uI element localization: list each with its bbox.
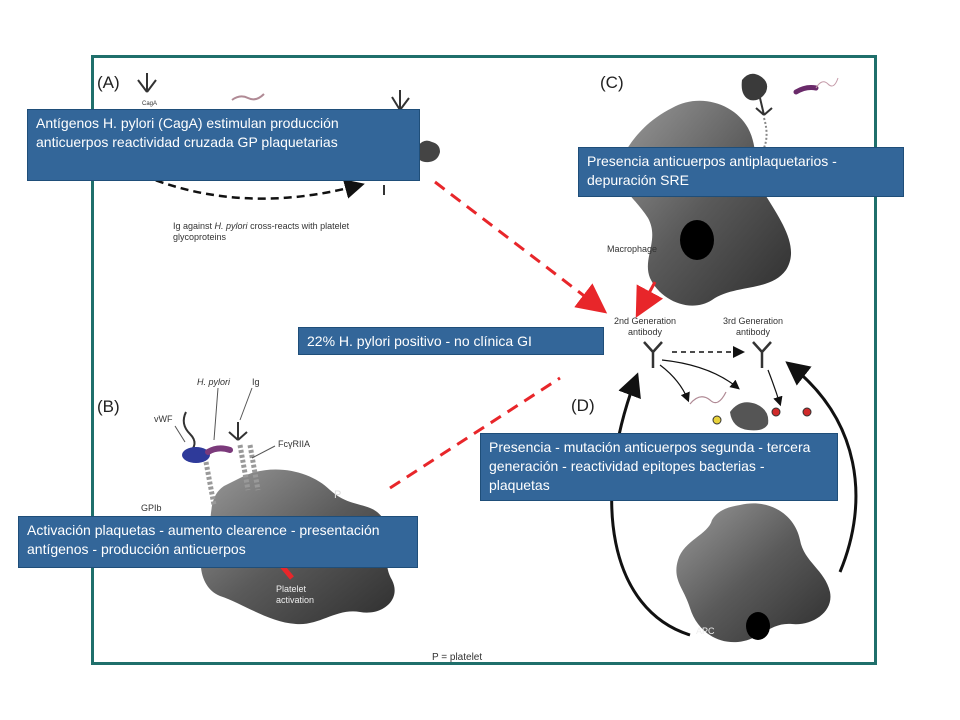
panel-a-antibody-left [137, 73, 157, 93]
panel-d-arrow-2 [661, 359, 740, 390]
panel-d-arrow-3 [767, 369, 783, 407]
panel-b-antibody [228, 422, 248, 441]
third-gen-antibody-icon [752, 341, 772, 368]
p-equals-platelet-label: P = platelet [432, 652, 483, 663]
panel-label-c: (C) [600, 73, 624, 92]
caga-label: CagA [142, 101, 158, 107]
panel-label-d: (D) [571, 396, 595, 415]
panel-c-flagella [815, 77, 839, 89]
platelet-activation-arrow [280, 564, 294, 580]
panel-d-flagella [689, 391, 727, 405]
apc-cycle-arrow-right [785, 361, 858, 573]
label-pointer-ig [239, 387, 253, 421]
red-arrow-from-c [635, 281, 664, 318]
callout-hp-positive: 22% H. pylori positivo - no clínica GI [298, 327, 604, 355]
ig-label: Ig [252, 377, 260, 387]
apc-nucleus [746, 612, 770, 640]
panel-label-a: (A) [97, 73, 120, 92]
panel-a-platelet-shape [416, 140, 440, 163]
panel-c-platelet [741, 73, 768, 101]
panel-d-small-platelet [730, 402, 769, 431]
h-pylori-label: H. pylori [197, 377, 231, 387]
macrophage-cell [618, 100, 792, 306]
panel-label-b: (B) [97, 397, 120, 416]
label-pointer-fcgriia [251, 445, 276, 459]
panel-b-bacterium [205, 445, 233, 455]
label-pointer-h-pylori [213, 387, 219, 441]
fcgriia-chain-2 [247, 444, 261, 491]
fcgriia-label: FcγRIIA [278, 439, 311, 449]
label-pointer-vwf [174, 425, 186, 443]
callout-sre: Presencia anticuerpos antiplaquetarios -… [578, 147, 904, 197]
callout-mutation: Presencia - mutación anticuerpos segunda… [480, 433, 838, 501]
callout-activation: Activación plaquetas - aumento clearence… [18, 516, 418, 568]
second-gen-antibody-icon [643, 341, 663, 368]
vwf-blob [182, 447, 210, 463]
apc-cell [676, 503, 831, 643]
platelet-p-marker: P [334, 489, 342, 501]
callout-cross-reactivity: Antígenos H. pylori (CagA) estimulan pro… [27, 109, 420, 181]
gpib-chain [203, 461, 217, 506]
gpib-label: GPIb [141, 503, 162, 513]
epitope-dot-red-1 [771, 407, 781, 417]
macrophage-label: Macrophage [607, 244, 658, 254]
panel-a-antibody-right [383, 90, 410, 195]
red-arrow-from-b [389, 376, 561, 490]
panel-d-arrow-1 [659, 364, 690, 403]
vwf-label: vWF [154, 414, 173, 424]
apc-label: APC [696, 626, 715, 636]
figure-frame [91, 55, 877, 665]
panel-a-bacterium-squiggle [231, 93, 265, 101]
epitope-dot-yellow [712, 415, 722, 425]
apc-cycle-arrow-left [610, 372, 691, 637]
panel-c-antibody [755, 97, 773, 116]
macrophage-nucleus [680, 220, 714, 260]
epitope-dot-red-2 [802, 407, 812, 417]
fcgriia-chain-1 [237, 444, 251, 491]
red-arrow-from-a [434, 180, 608, 314]
panel-c-bacterium [793, 85, 819, 95]
cross-react-caption: Ig against H. pylori cross-reacts with p… [173, 221, 350, 242]
